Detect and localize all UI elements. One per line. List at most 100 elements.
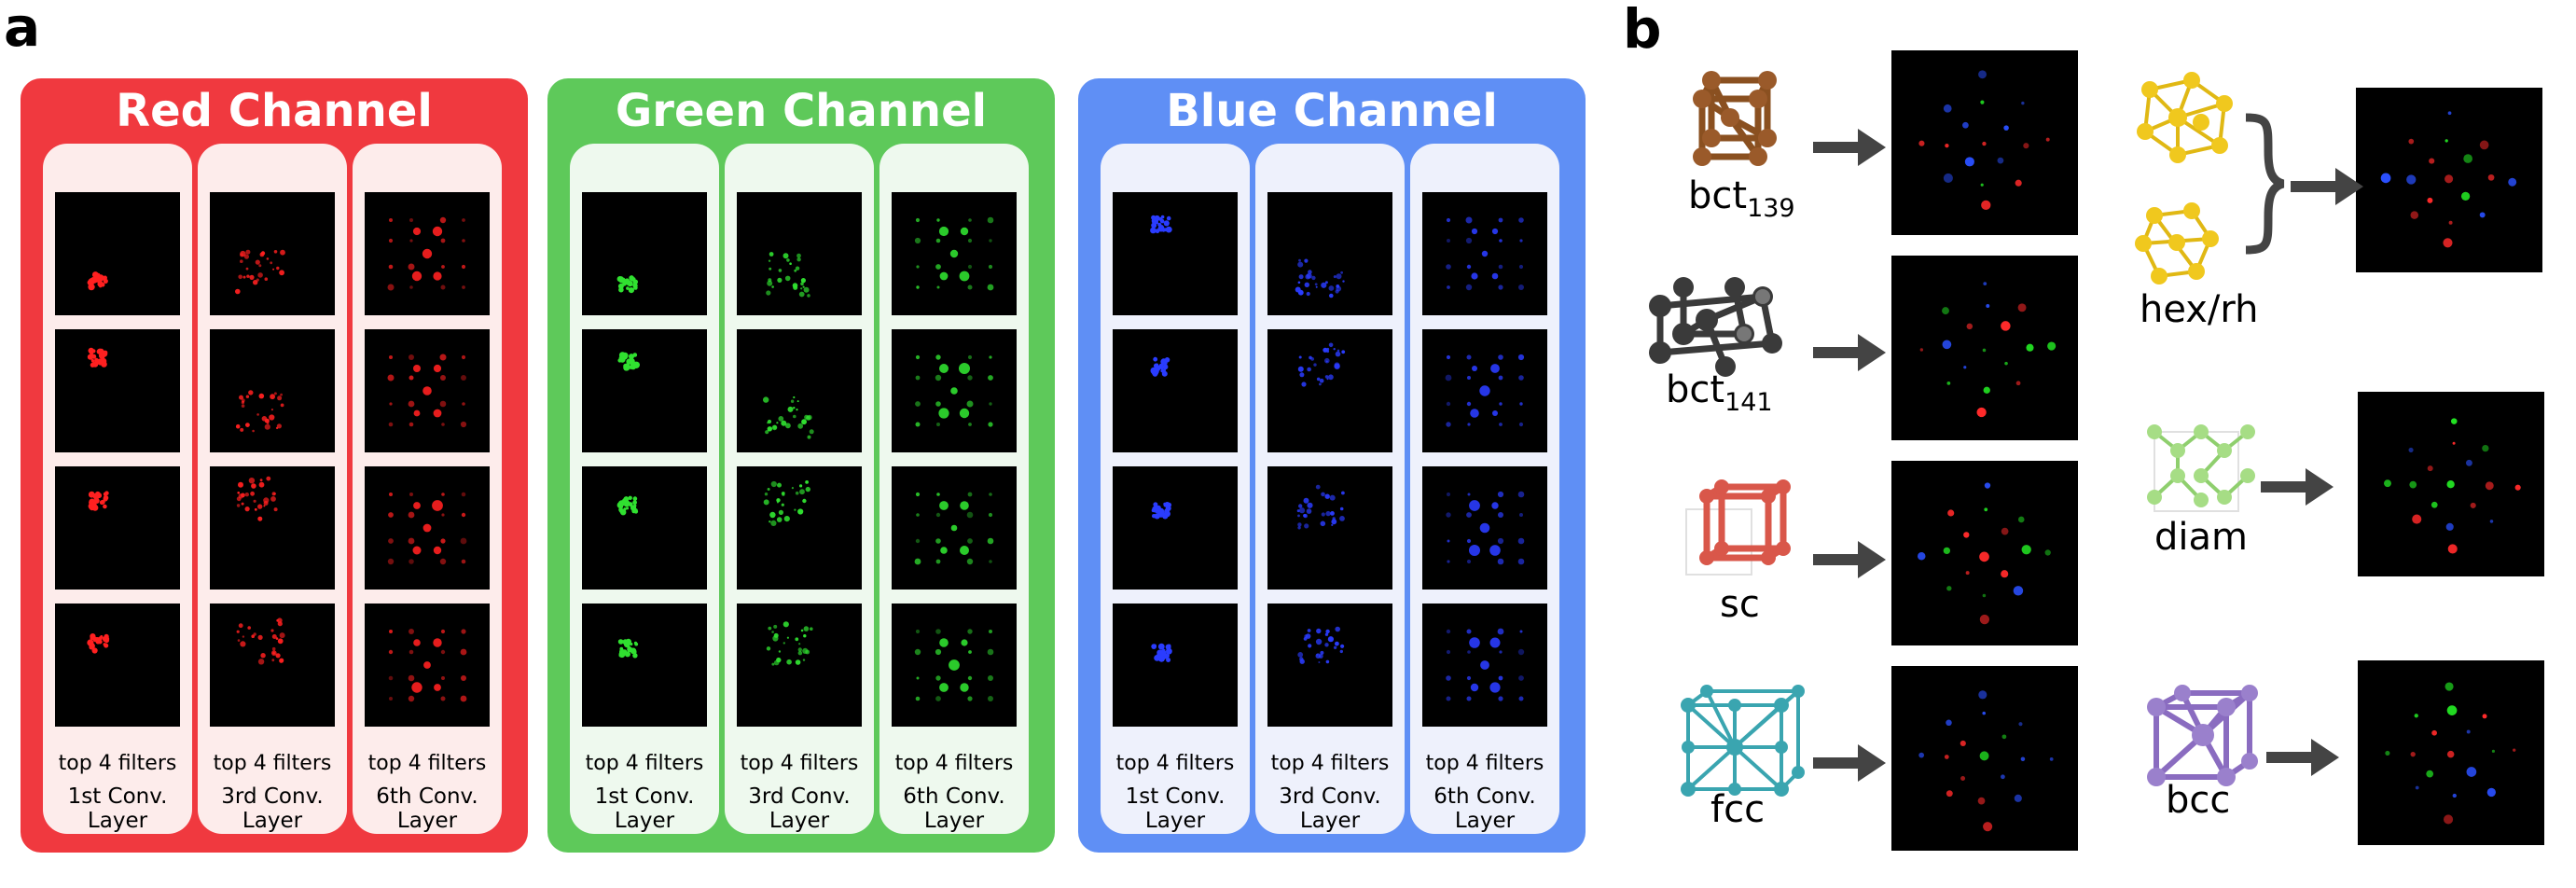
diam-structure-icon (2145, 418, 2257, 520)
layer-caption-line2: Layer (923, 809, 985, 833)
arrow-right-icon (2291, 166, 2363, 207)
filter-caption: top 4 filters (894, 752, 1014, 775)
layer-caption-line2: Layer (1144, 809, 1206, 833)
fcc-label: fcc (1710, 788, 1766, 831)
filter-caption: top 4 filters (1115, 752, 1235, 775)
panel-a-letter: a (4, 0, 41, 59)
filter-activation-image (1113, 329, 1238, 452)
layer-caption-line2: Layer (614, 809, 675, 833)
filter-caption: top 4 filters (367, 752, 487, 775)
filter-activation-image (582, 604, 707, 727)
layer-caption-line2: Layer (242, 809, 303, 833)
layer-caption: 3rd Conv.Layer (198, 784, 347, 833)
diffraction-image (1891, 50, 2078, 235)
layer-caption-line1: 1st Conv. (67, 784, 168, 809)
filter-activation-image (582, 329, 707, 452)
bct139-structure-icon (1679, 63, 1791, 185)
bct141-structure-icon (1641, 277, 1791, 381)
filter-activation-image (55, 466, 180, 590)
filter-caption: top 4 filters (58, 752, 177, 775)
brace-icon (2240, 113, 2287, 255)
layer-caption: 1st Conv.Layer (1101, 784, 1250, 833)
filter-activation-image (1422, 604, 1547, 727)
filter-caption: top 4 filters (1270, 752, 1390, 775)
filter-activation-image (737, 604, 862, 727)
filter-activation-image (582, 466, 707, 590)
layer-column: top 4 filters 3rd Conv.Layer (725, 144, 874, 834)
layer-column: top 4 filters 6th Conv.Layer (879, 144, 1029, 834)
diffraction-image (1891, 666, 2078, 851)
filter-caption: top 4 filters (1425, 752, 1544, 775)
filter-caption: top 4 filters (213, 752, 332, 775)
filter-activation-image (55, 192, 180, 315)
bcc-structure-icon (2145, 685, 2258, 791)
channel-title: Blue Channel (1166, 85, 1498, 137)
bct139-label: bct139 (1688, 174, 1795, 223)
diffraction-image (1891, 256, 2078, 440)
filter-activation-image (1422, 329, 1547, 452)
filter-activation-image (1267, 329, 1392, 452)
filter-activation-image (55, 604, 180, 727)
fcc-structure-icon (1679, 685, 1805, 798)
layer-caption-line1: 6th Conv. (376, 784, 478, 809)
diffraction-image (2356, 88, 2542, 272)
layer-caption: 3rd Conv.Layer (725, 784, 874, 833)
layer-caption-line2: Layer (1454, 809, 1516, 833)
layer-caption-line1: 3rd Conv. (1279, 784, 1381, 809)
bcc-label: bcc (2166, 779, 2231, 822)
layer-caption: 1st Conv.Layer (43, 784, 192, 833)
filter-activation-image (210, 329, 335, 452)
filter-activation-image (892, 192, 1017, 315)
layer-column: top 4 filters 6th Conv.Layer (1410, 144, 1559, 834)
layer-column: top 4 filters 1st Conv.Layer (1101, 144, 1250, 834)
layer-caption-line2: Layer (769, 809, 830, 833)
arrow-right-icon (1813, 127, 1886, 168)
layer-caption-line1: 6th Conv. (1433, 784, 1536, 809)
filter-activation-image (737, 466, 862, 590)
filter-activation-image (1267, 466, 1392, 590)
diffraction-image (2358, 392, 2544, 576)
filter-activation-image (1267, 192, 1392, 315)
filter-activation-image (210, 466, 335, 590)
layer-column: top 4 filters 1st Conv.Layer (570, 144, 719, 834)
filter-activation-image (1267, 604, 1392, 727)
layer-caption: 1st Conv.Layer (570, 784, 719, 833)
layer-caption-line1: 3rd Conv. (221, 784, 324, 809)
filter-activation-image (1113, 466, 1238, 590)
layer-caption-line2: Layer (87, 809, 148, 833)
filter-caption: top 4 filters (740, 752, 859, 775)
filter-activation-image (210, 604, 335, 727)
arrow-right-icon (2261, 466, 2334, 507)
layer-column: top 4 filters 3rd Conv.Layer (198, 144, 347, 834)
channel-title: Green Channel (615, 85, 988, 137)
filter-activation-image (1113, 604, 1238, 727)
layer-column: top 4 filters 1st Conv.Layer (43, 144, 192, 834)
layer-caption: 6th Conv.Layer (1410, 784, 1559, 833)
bct141-label: bct141 (1666, 368, 1773, 417)
arrow-right-icon (1813, 539, 1886, 580)
filter-activation-image (892, 466, 1017, 590)
layer-caption-line1: 1st Conv. (594, 784, 695, 809)
filter-activation-image (892, 329, 1017, 452)
filter-activation-image (55, 329, 180, 452)
filter-activation-image (365, 466, 490, 590)
panel-b-letter: b (1623, 0, 1662, 61)
filter-caption: top 4 filters (585, 752, 704, 775)
filter-activation-image (365, 192, 490, 315)
filter-activation-image (365, 329, 490, 452)
layer-caption-line1: 1st Conv. (1125, 784, 1226, 809)
arrow-right-icon (1813, 332, 1886, 373)
layer-caption: 6th Conv.Layer (879, 784, 1029, 833)
layer-caption-line1: 3rd Conv. (748, 784, 851, 809)
filter-activation-image (1113, 192, 1238, 315)
sc-structure-icon (1684, 479, 1796, 588)
arrow-right-icon (2266, 737, 2339, 778)
layer-caption-line1: 6th Conv. (903, 784, 1005, 809)
diffraction-image (2358, 660, 2544, 845)
arrow-right-icon (1813, 742, 1886, 784)
filter-activation-image (892, 604, 1017, 727)
